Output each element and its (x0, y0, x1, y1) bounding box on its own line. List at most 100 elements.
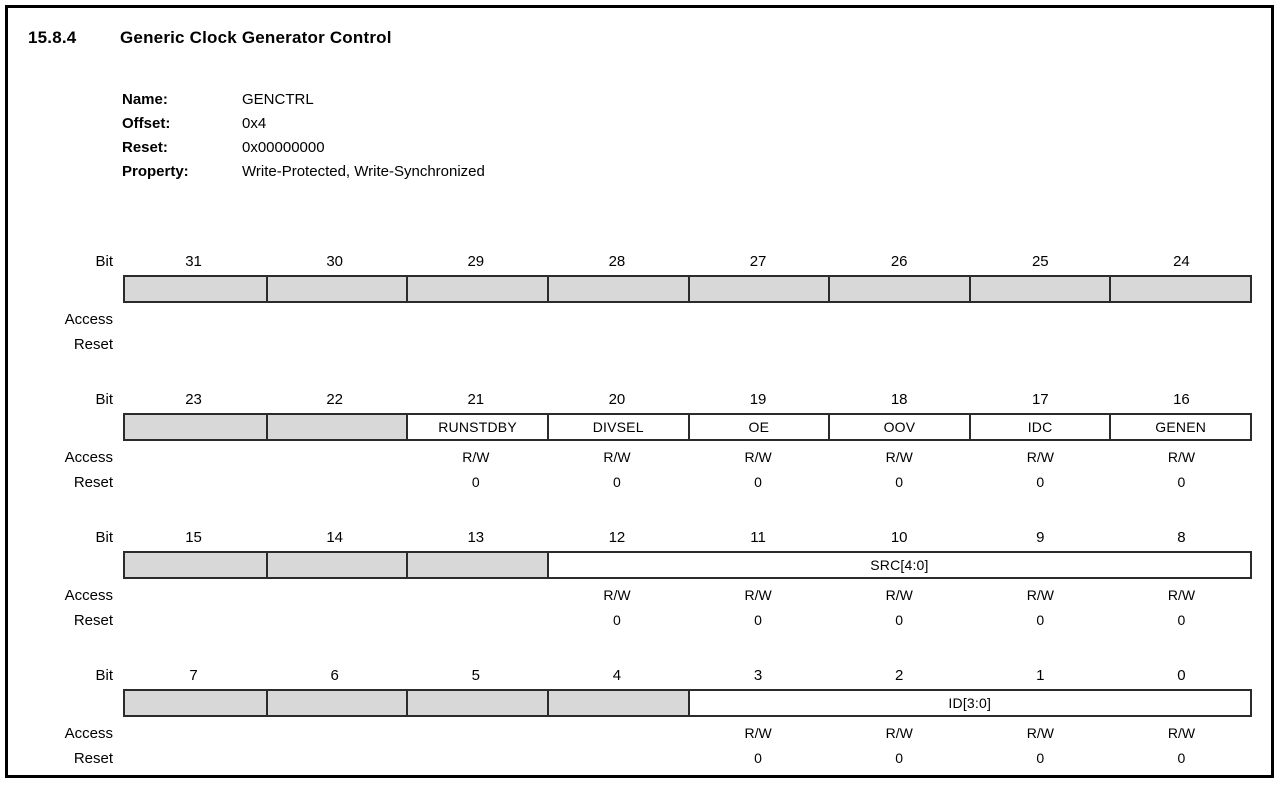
access-row: Access (28, 311, 1252, 328)
reserved-bitfield-cell (968, 277, 1110, 301)
reserved-bitfield-cell (125, 277, 266, 301)
reset-row-label: Reset (73, 612, 113, 629)
bit-number: 24 (1173, 253, 1190, 270)
access-value (546, 311, 687, 328)
bit-number: 5 (471, 667, 480, 684)
access-grid (123, 311, 1252, 328)
access-value: R/W (744, 449, 772, 465)
section-title: Generic Clock Generator Control (120, 28, 392, 47)
meta-value-reset: 0x00000000 (242, 139, 325, 156)
access-value (264, 311, 405, 328)
bit-row-label: Bit (95, 253, 113, 270)
bitfield-label: GENEN (1155, 419, 1207, 435)
access-value: R/W (1167, 725, 1196, 741)
reserved-bitfield-cell (265, 415, 407, 439)
bitfield-cell: GENEN (1109, 415, 1250, 439)
reset-value (123, 750, 264, 767)
reset-value: 0 (613, 474, 621, 490)
reserved-bitfield-cell (125, 553, 266, 577)
reset-value (264, 336, 405, 353)
bit-number: 20 (608, 391, 626, 408)
bit-number: 4 (612, 667, 622, 684)
section-number: 15.8.4 (28, 28, 77, 47)
reset-value (546, 750, 687, 767)
bit-number: 7 (189, 667, 198, 684)
bit-row-label: Bit (95, 529, 113, 546)
bit-number: 1 (1036, 667, 1045, 684)
meta-row-reset: Reset: 0x00000000 (122, 136, 1252, 160)
bit-number: 18 (890, 391, 908, 408)
bitfield-label: OE (748, 419, 770, 435)
reset-value: 0 (1036, 750, 1045, 766)
access-value: R/W (603, 449, 631, 465)
bitfield-cell: SRC[4:0] (546, 553, 1250, 577)
access-value: R/W (744, 725, 772, 741)
reserved-bitfield-cell (125, 415, 266, 439)
meta-label-reset: Reset: (122, 139, 168, 156)
reset-row: Reset (28, 336, 1252, 353)
reserved-bitfield-cell (1109, 277, 1250, 301)
reset-value: 0 (754, 612, 762, 628)
reset-value (1111, 336, 1252, 353)
bit-number: 3 (753, 667, 763, 684)
bitfield-label: DIVSEL (592, 419, 644, 435)
access-value (264, 587, 405, 604)
access-value: R/W (1026, 449, 1054, 465)
bit-number: 8 (1177, 529, 1186, 546)
access-value (970, 311, 1111, 328)
access-value: R/W (1167, 449, 1196, 465)
bit-number: 11 (750, 529, 766, 546)
access-row-label: Access (64, 449, 113, 466)
bit-number: 10 (890, 529, 908, 546)
reset-value: 0 (895, 474, 904, 490)
reset-value: 0 (895, 612, 904, 628)
reserved-bitfield-cell (406, 553, 547, 577)
access-value (264, 725, 405, 742)
bit-number: 31 (185, 253, 202, 270)
access-value: R/W (885, 725, 913, 741)
access-value: R/W (462, 449, 490, 465)
reserved-bitfield-cell (265, 691, 407, 715)
reserved-bitfield-cell (546, 691, 688, 715)
meta-label-property: Property: (122, 163, 189, 180)
bit-number: 28 (608, 253, 626, 270)
reset-value (970, 336, 1111, 353)
bitfield-cell: OOV (828, 415, 969, 439)
access-value (405, 725, 546, 742)
bitfield-cell: OE (687, 415, 829, 439)
bitfield-cell: RUNSTDBY (406, 415, 547, 439)
bitfield-label: ID[3:0] (948, 695, 992, 711)
reset-value (123, 474, 264, 491)
reset-value: 0 (471, 474, 480, 490)
reset-value (264, 474, 405, 491)
access-value: R/W (603, 587, 631, 603)
access-value (1111, 311, 1252, 328)
reset-value (546, 336, 687, 353)
access-value: R/W (744, 587, 772, 603)
access-value (546, 725, 687, 742)
reset-value: 0 (754, 750, 762, 766)
bitfield-row-spacer (28, 551, 123, 579)
reset-value: 0 (895, 750, 904, 766)
meta-row-offset: Offset: 0x4 (122, 112, 1252, 136)
access-value (123, 311, 264, 328)
access-value: R/W (885, 449, 913, 465)
reset-value: 0 (613, 612, 621, 628)
access-row-label: Access (64, 587, 113, 604)
access-row-label: Access (64, 725, 113, 742)
reset-row-label: Reset (73, 336, 113, 353)
bit-number: 23 (185, 391, 202, 408)
access-value (123, 587, 264, 604)
